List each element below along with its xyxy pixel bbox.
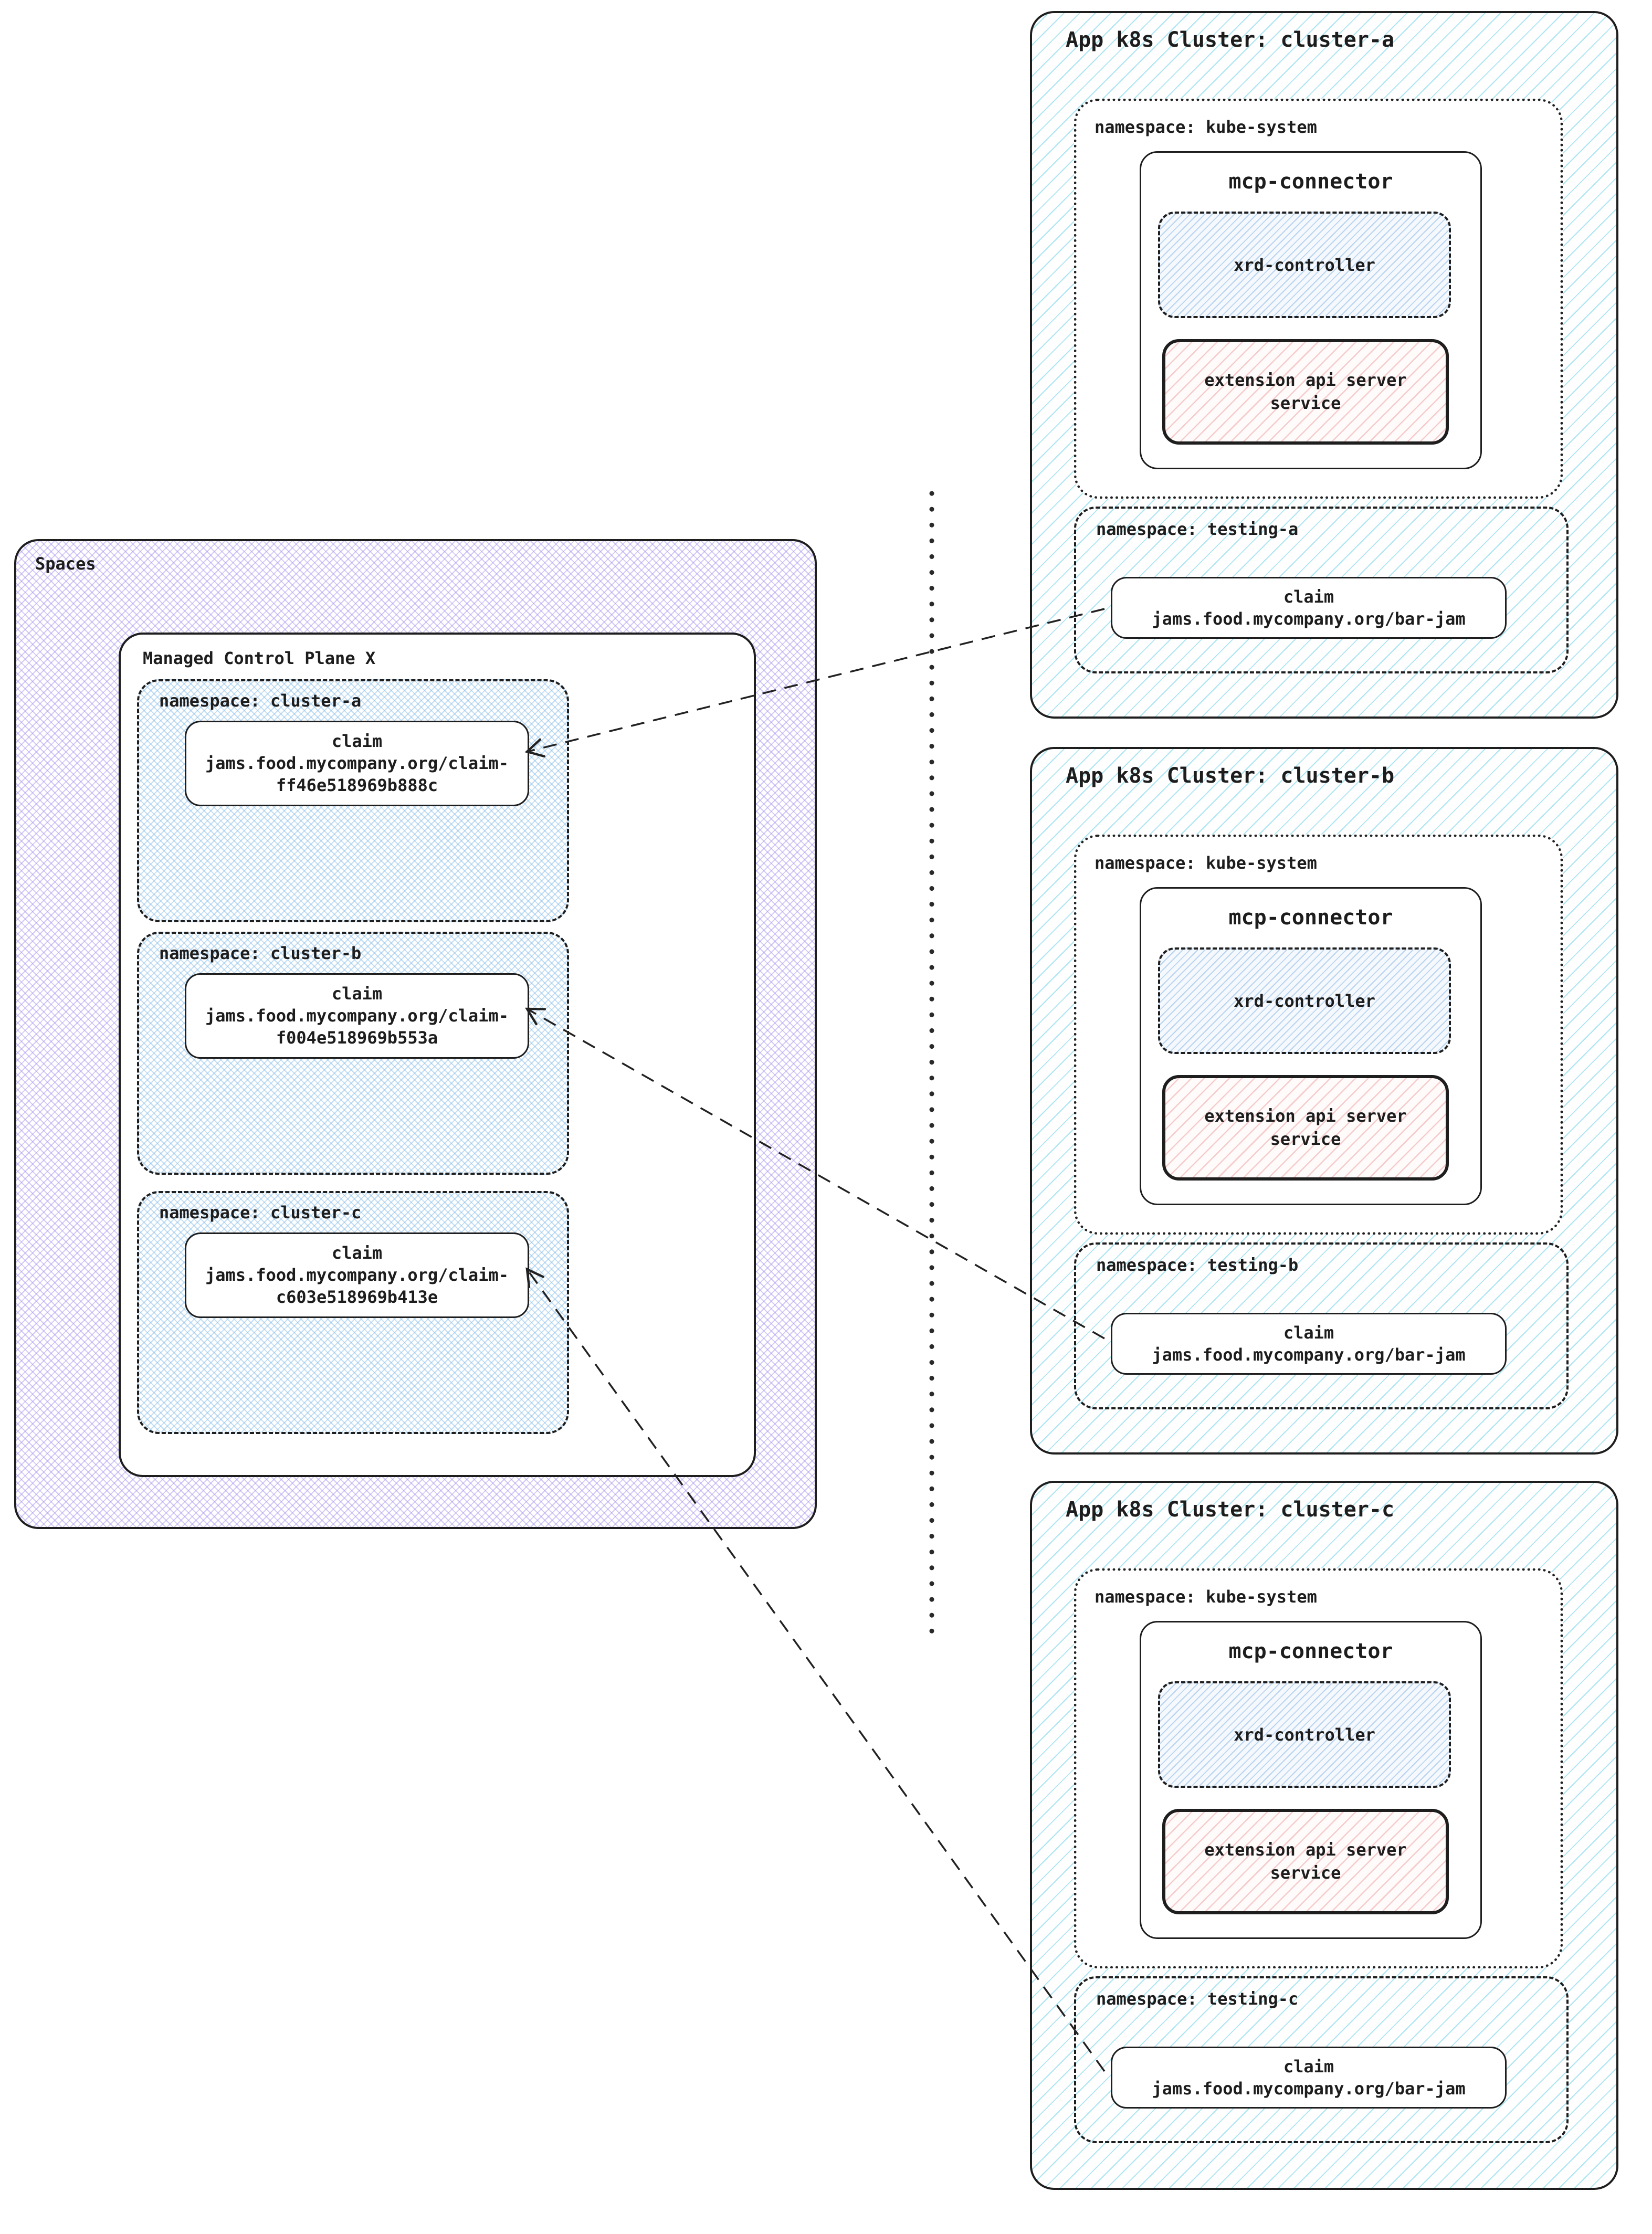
claim-kind: claim (1283, 587, 1334, 607)
testing-b-label: namespace: testing-b (1096, 1255, 1299, 1275)
namespace-cluster-a-label: namespace: cluster-a (159, 691, 362, 711)
extension-api-server-box-b: extension api server service (1162, 1075, 1449, 1181)
xrd-controller-label: xrd-controller (1234, 255, 1375, 275)
claim-name-line2: ff46e518969b888c (276, 775, 438, 796)
app-k8s-cluster-b-box: App k8s Cluster: cluster-b namespace: ku… (1030, 747, 1618, 1455)
claim-box-cluster-a: claim jams.food.mycompany.org/claim- ff4… (185, 721, 529, 806)
mcp-connector-box-a: mcp-connector xrd-controller extension a… (1140, 151, 1482, 469)
xrd-controller-box-b: xrd-controller (1158, 947, 1451, 1054)
app-k8s-cluster-c-box: App k8s Cluster: cluster-c namespace: ku… (1030, 1481, 1618, 2190)
spaces-label: Spaces (35, 554, 96, 574)
claim-box-testing-c: claim jams.food.mycompany.org/bar-jam (1111, 2047, 1507, 2109)
cluster-a-title: App k8s Cluster: cluster-a (1066, 28, 1395, 52)
claim-box-testing-a: claim jams.food.mycompany.org/bar-jam (1111, 577, 1507, 639)
namespace-cluster-a-box: namespace: cluster-a claim jams.food.myc… (137, 679, 569, 922)
namespace-cluster-b-box: namespace: cluster-b claim jams.food.myc… (137, 932, 569, 1175)
claim-kind: claim (331, 984, 383, 1004)
claim-name-line2: f004e518969b553a (276, 1028, 438, 1048)
mcp-connector-title-c: mcp-connector (1228, 1639, 1393, 1663)
testing-a-label: namespace: testing-a (1096, 519, 1299, 539)
kube-system-namespace-b: namespace: kube-system mcp-connector xrd… (1074, 835, 1563, 1235)
claim-box-cluster-b: claim jams.food.mycompany.org/claim- f00… (185, 973, 529, 1059)
claim-kind: claim (1283, 1323, 1334, 1343)
mcp-connector-box-c: mcp-connector xrd-controller extension a… (1140, 1621, 1482, 1939)
namespace-cluster-c-box: namespace: cluster-c claim jams.food.myc… (137, 1191, 569, 1434)
managed-control-plane-title: Managed Control Plane X (143, 648, 376, 668)
claim-kind: claim (331, 731, 383, 751)
claim-name: jams.food.mycompany.org/bar-jam (1152, 609, 1466, 629)
claim-name: jams.food.mycompany.org/bar-jam (1152, 2079, 1466, 2099)
claim-name-line1: jams.food.mycompany.org/claim- (205, 1006, 509, 1026)
xrd-controller-label: xrd-controller (1234, 1724, 1375, 1745)
cluster-c-title: App k8s Cluster: cluster-c (1066, 1498, 1395, 1522)
mcp-connector-title-b: mcp-connector (1228, 905, 1393, 930)
kube-system-label-b: namespace: kube-system (1095, 853, 1317, 873)
claim-name: jams.food.mycompany.org/bar-jam (1152, 1345, 1466, 1365)
managed-control-plane-box: Managed Control Plane X namespace: clust… (119, 633, 756, 1477)
claim-kind: claim (1283, 2057, 1334, 2077)
xrd-controller-label: xrd-controller (1234, 990, 1375, 1011)
spaces-box: Spaces Managed Control Plane X namespace… (14, 539, 817, 1529)
claim-box-testing-b: claim jams.food.mycompany.org/bar-jam (1111, 1313, 1507, 1375)
extension-api-server-label: extension api server service (1204, 1106, 1407, 1149)
testing-c-label: namespace: testing-c (1096, 1989, 1299, 2009)
namespace-cluster-b-label: namespace: cluster-b (159, 943, 362, 963)
claim-kind: claim (331, 1243, 383, 1263)
kube-system-label-a: namespace: kube-system (1095, 117, 1317, 137)
testing-namespace-c: namespace: testing-c claim jams.food.myc… (1074, 1976, 1569, 2143)
xrd-controller-box-c: xrd-controller (1158, 1681, 1451, 1788)
xrd-controller-box-a: xrd-controller (1158, 212, 1451, 318)
kube-system-label-c: namespace: kube-system (1095, 1587, 1317, 1607)
namespace-cluster-c-label: namespace: cluster-c (159, 1203, 362, 1223)
claim-box-cluster-c: claim jams.food.mycompany.org/claim- c60… (185, 1232, 529, 1318)
app-k8s-cluster-a-box: App k8s Cluster: cluster-a namespace: ku… (1030, 11, 1618, 719)
cluster-b-title: App k8s Cluster: cluster-b (1066, 764, 1395, 788)
mcp-connector-box-b: mcp-connector xrd-controller extension a… (1140, 887, 1482, 1205)
claim-name-line1: jams.food.mycompany.org/claim- (205, 1265, 509, 1285)
kube-system-namespace-c: namespace: kube-system mcp-connector xrd… (1074, 1568, 1563, 1968)
claim-name-line2: c603e518969b413e (276, 1287, 438, 1308)
extension-api-server-label: extension api server service (1204, 370, 1407, 413)
testing-namespace-b: namespace: testing-b claim jams.food.myc… (1074, 1242, 1569, 1409)
testing-namespace-a: namespace: testing-a claim jams.food.myc… (1074, 507, 1569, 673)
kube-system-namespace-a: namespace: kube-system mcp-connector xrd… (1074, 99, 1563, 499)
mcp-connector-title-a: mcp-connector (1228, 170, 1393, 194)
extension-api-server-box-c: extension api server service (1162, 1809, 1449, 1914)
extension-api-server-box-a: extension api server service (1162, 339, 1449, 445)
extension-api-server-label: extension api server service (1204, 1840, 1407, 1883)
claim-name-line1: jams.food.mycompany.org/claim- (205, 753, 509, 774)
